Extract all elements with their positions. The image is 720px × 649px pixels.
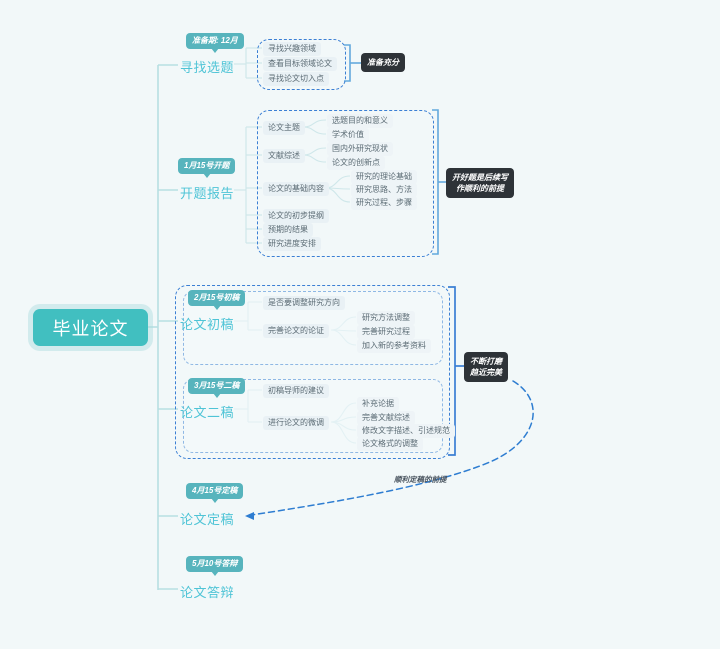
tag-draft2-label: 3月15号二稿 [194, 381, 240, 390]
branch-proposal[interactable]: 开题报告 [180, 183, 234, 202]
callout-proposal: 开好题是后续写 作顺利的前提 [446, 168, 514, 198]
branch-topic-label: 寻找选题 [180, 60, 235, 75]
group-box-topic [257, 39, 346, 90]
tag-proposal: 1月15号开题 [178, 158, 236, 178]
branch-draft2-label: 论文二稿 [180, 405, 235, 420]
node-proposal-schedule[interactable]: 研究进度安排 [263, 237, 321, 251]
branch-draft1-label: 论文初稿 [180, 317, 235, 332]
node-topic-child-2[interactable]: 查看目标领域论文 [263, 57, 337, 71]
branch-defense-label: 论文答辩 [180, 585, 235, 600]
node-proposal-theme-1[interactable]: 选题目的和意义 [327, 114, 393, 128]
node-draft1-direction[interactable]: 是否要调整研究方向 [263, 296, 345, 310]
node-proposal-review-1[interactable]: 国内外研究现状 [327, 142, 393, 156]
tag-final-label: 4月15号定稿 [192, 486, 238, 495]
node-topic-child-3[interactable]: 寻找论文切入点 [263, 72, 329, 86]
node-proposal-result[interactable]: 预期的结果 [263, 223, 313, 237]
node-draft2-tune-2[interactable]: 完善文献综述 [357, 411, 415, 425]
node-draft2-tune-4[interactable]: 论文格式的调整 [357, 437, 423, 451]
callout-drafts: 不断打磨 趋近完美 [464, 352, 508, 382]
node-draft1-argument-1[interactable]: 研究方法调整 [357, 311, 415, 325]
root-label: 毕业论文 [52, 318, 129, 339]
node-proposal-theme-2[interactable]: 学术价值 [327, 128, 369, 142]
node-draft2-tune-3[interactable]: 修改文字描述、引述规范 [357, 424, 455, 438]
node-proposal-basics[interactable]: 论文的基础内容 [263, 182, 329, 196]
node-proposal-basics-2[interactable]: 研究思路、方法 [351, 183, 417, 197]
tag-topic-label: 准备期: 12月 [192, 36, 238, 45]
node-draft2-advice[interactable]: 初稿导师的建议 [263, 384, 329, 398]
node-proposal-outline[interactable]: 论文的初步提纲 [263, 209, 329, 223]
group-box-drafts [175, 285, 450, 459]
callout-topic: 准备充分 [361, 53, 405, 72]
root-node[interactable]: 毕业论文 [33, 309, 148, 346]
tag-draft1-label: 2月15号初稿 [194, 293, 240, 302]
node-proposal-basics-1[interactable]: 研究的理论基础 [351, 170, 417, 184]
tag-final: 4月15号定稿 [186, 483, 244, 503]
branch-final[interactable]: 论文定稿 [180, 509, 234, 528]
tag-defense-label: 5月10号答辩 [192, 559, 238, 568]
node-draft1-argument-3[interactable]: 加入新的参考资料 [357, 339, 431, 353]
node-draft1-argument[interactable]: 完善论文的论证 [263, 324, 329, 338]
branch-defense[interactable]: 论文答辩 [180, 582, 234, 601]
tag-proposal-label: 1月15号开题 [184, 161, 230, 170]
node-draft2-tune[interactable]: 进行论文的微调 [263, 416, 329, 430]
branch-proposal-label: 开题报告 [180, 186, 235, 201]
branch-final-label: 论文定稿 [180, 512, 235, 527]
node-proposal-review[interactable]: 文献综述 [263, 149, 305, 163]
tag-topic: 准备期: 12月 [186, 33, 244, 53]
node-topic-child-1[interactable]: 寻找兴趣领域 [263, 42, 321, 56]
node-proposal-basics-3[interactable]: 研究过程、步骤 [351, 196, 417, 210]
tag-draft1: 2月15号初稿 [188, 290, 246, 310]
node-draft1-argument-2[interactable]: 完善研究过程 [357, 325, 415, 339]
tag-draft2: 3月15号二稿 [188, 378, 246, 398]
node-proposal-review-2[interactable]: 论文的创新点 [327, 156, 385, 170]
tag-defense: 5月10号答辩 [186, 556, 244, 576]
branch-draft2[interactable]: 论文二稿 [180, 402, 234, 421]
node-draft2-tune-1[interactable]: 补充论据 [357, 397, 399, 411]
node-proposal-theme[interactable]: 论文主题 [263, 121, 305, 135]
arrow-label: 顺利定稿的前提 [394, 475, 447, 484]
branch-topic[interactable]: 寻找选题 [180, 57, 234, 76]
branch-draft1[interactable]: 论文初稿 [180, 314, 234, 333]
group-box-proposal [257, 110, 434, 257]
